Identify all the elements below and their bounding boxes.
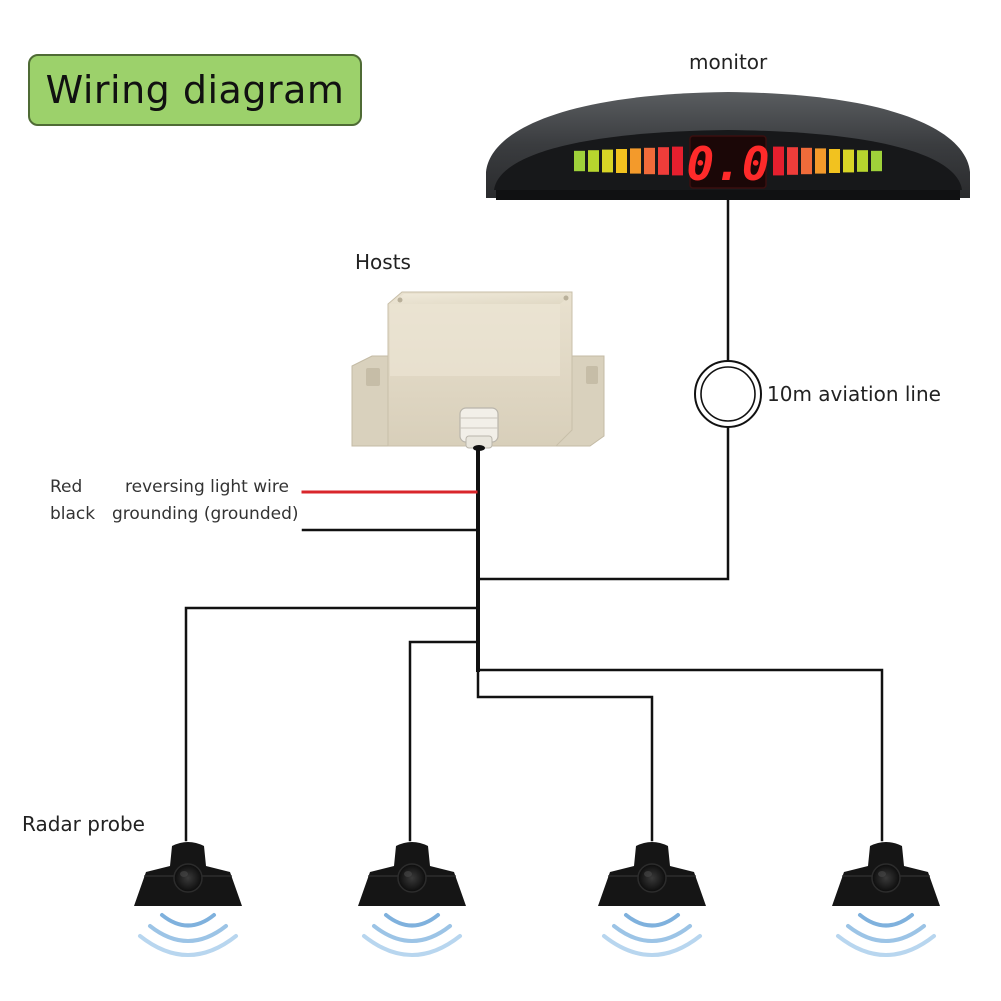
led-bar-left-7 [658, 147, 669, 175]
aviation-connector [694, 360, 762, 428]
led-bar-right-7 [787, 147, 798, 175]
led-bar-left-3 [602, 149, 613, 173]
aviation-line-label: 10m aviation line [767, 382, 941, 406]
red-wire-label: Red [50, 477, 83, 497]
led-bar-left-8 [672, 146, 683, 176]
monitor-cable [476, 426, 730, 581]
led-bar-right-1 [871, 150, 882, 172]
led-bar-right-3 [843, 149, 854, 173]
led-bar-right-2 [857, 150, 868, 172]
probe-1-sensor-eye [173, 863, 203, 893]
monitor-bars-left [574, 146, 683, 176]
probe-3-wire [476, 668, 654, 842]
probe-4-wave-3 [836, 934, 936, 957]
probe-2-sensor-eye [397, 863, 427, 893]
black-wire-label: black [50, 504, 96, 524]
probe-2 [358, 842, 466, 957]
led-bar-right-6 [801, 147, 812, 175]
probe-4 [832, 842, 940, 957]
led-bar-left-5 [630, 148, 641, 174]
reversing-light-wire-label: reversing light wire [125, 477, 289, 497]
probe-2-wave-1 [384, 913, 440, 928]
probe-3-wave-1 [624, 913, 680, 928]
led-bar-left-2 [588, 150, 599, 172]
probe-1 [134, 842, 242, 957]
probe-3-wave-3 [602, 934, 702, 957]
grounding-label: grounding (grounded) [112, 504, 299, 524]
probe-4-wave-2 [846, 924, 926, 943]
led-bar-right-4 [829, 149, 840, 173]
probe-4-wire [476, 668, 884, 842]
hosts-label: Hosts [355, 250, 411, 274]
probe-1-wave-2 [148, 924, 228, 943]
host-box [351, 291, 605, 451]
probe-4-sensor-eye [871, 863, 901, 893]
monitor-unit: 0.0 [486, 92, 970, 200]
led-bar-left-1 [574, 150, 585, 172]
probe-3 [598, 842, 706, 957]
led-bar-left-6 [644, 147, 655, 175]
monitor-bars-right [773, 146, 882, 176]
led-bar-right-5 [815, 148, 826, 174]
diagram-title: Wiring diagram [28, 54, 362, 126]
wires [184, 196, 884, 842]
probe-1-wave-1 [160, 913, 216, 928]
probe-3-wave-2 [612, 924, 692, 943]
radar-probe-label: Radar probe [22, 812, 145, 836]
probe-1-wave-3 [138, 934, 238, 957]
monitor-label: monitor [689, 50, 768, 74]
probe-3-sensor-eye [637, 863, 667, 893]
probe-2-wave-2 [372, 924, 452, 943]
monitor-reading: 0.0 [686, 137, 769, 191]
probe-1-wire [184, 606, 480, 842]
probe-2-wave-3 [362, 934, 462, 957]
probe-2-wire [408, 640, 480, 842]
radar-probes [134, 842, 940, 957]
probe-4-wave-1 [858, 913, 914, 928]
led-bar-right-8 [773, 146, 784, 176]
led-bar-left-4 [616, 149, 627, 173]
